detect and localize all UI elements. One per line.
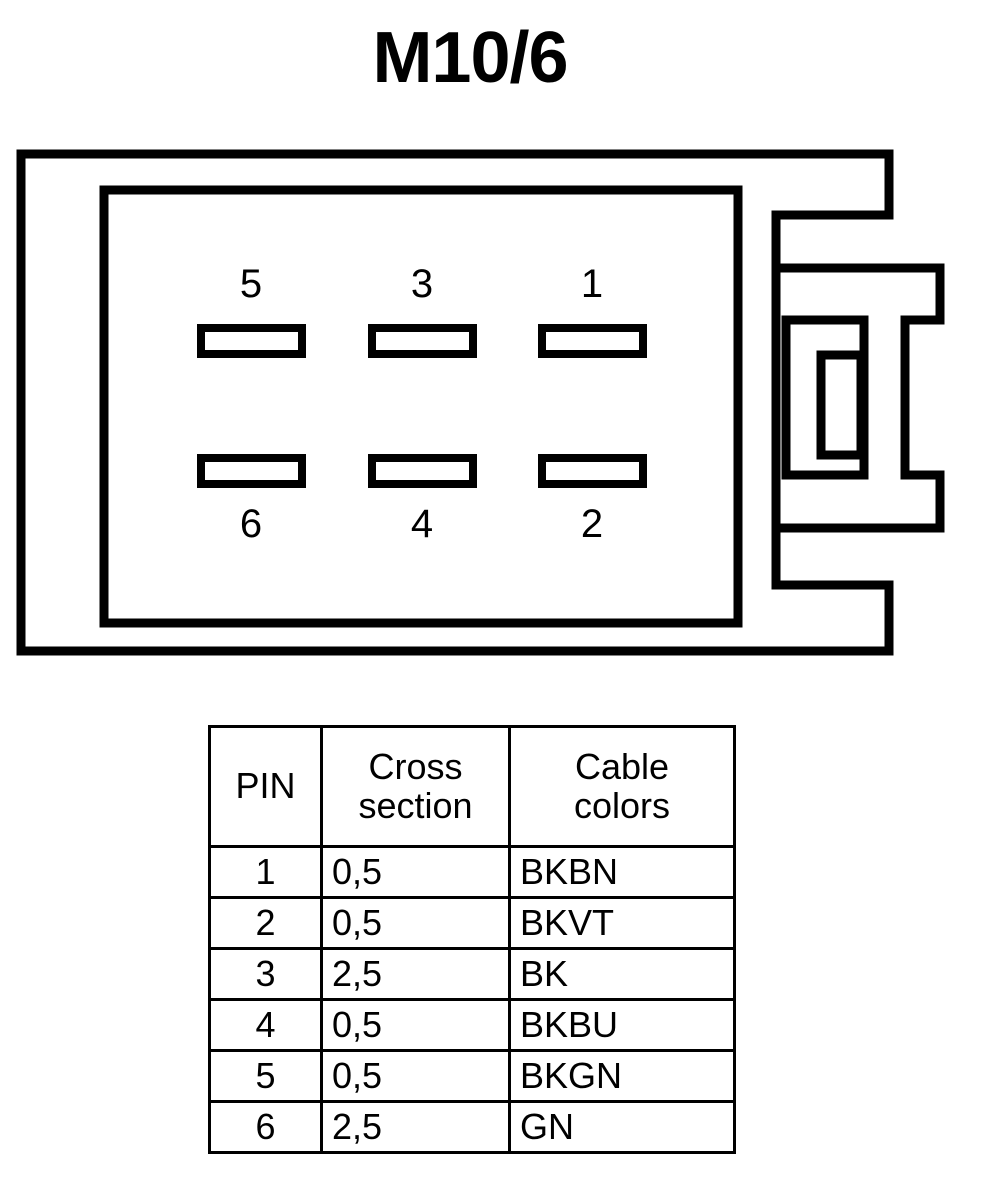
cell-cable-colors: BKBN: [508, 845, 736, 899]
connector-inner-face: [99, 185, 743, 628]
pin-slot-2: [538, 454, 647, 488]
cell-cross-section: 2,5: [320, 947, 511, 1001]
header-pin-line1: PIN: [235, 765, 296, 807]
header-cross-section-line2: section: [358, 784, 473, 826]
table-header-row: PIN Cross section Cable colors: [208, 725, 736, 848]
pin-label-2: 2: [580, 502, 604, 546]
pin-slot-4: [368, 454, 477, 488]
pin-slot-6: [197, 454, 306, 488]
cell-cable-colors: GN: [508, 1100, 736, 1154]
cell-pin: 6: [208, 1100, 323, 1154]
header-cross-section: Cross section: [320, 725, 511, 848]
header-cable-colors-line1: Cable: [574, 746, 670, 788]
header-cable-colors: Cable colors: [508, 725, 736, 848]
cell-cross-section: 2,5: [320, 1100, 511, 1154]
header-cross-section-line1: Cross: [368, 746, 463, 788]
pin-slot-1: [538, 324, 647, 358]
header-cable-colors-line2: colors: [573, 784, 671, 826]
pin-slot-5: [197, 324, 306, 358]
connector-latch-profile: [776, 263, 945, 533]
cell-pin: 3: [208, 947, 323, 1001]
pin-label-5: 5: [239, 262, 263, 306]
table-row: 3 2,5 BK: [208, 947, 736, 1001]
cell-cross-section: 0,5: [320, 1049, 511, 1103]
pin-label-1: 1: [580, 262, 604, 306]
table-row: 1 0,5 BKBN: [208, 845, 736, 899]
pin-label-6: 6: [239, 502, 263, 546]
table-row: 2 0,5 BKVT: [208, 896, 736, 950]
cell-pin: 1: [208, 845, 323, 899]
pin-label-3: 3: [410, 262, 434, 306]
cell-cross-section: 0,5: [320, 896, 511, 950]
connector-outer-housing: [16, 149, 894, 656]
cell-cable-colors: BKBU: [508, 998, 736, 1052]
page-title: M10/6: [372, 18, 568, 98]
cell-cross-section: 0,5: [320, 845, 511, 899]
cell-cable-colors: BKVT: [508, 896, 736, 950]
cell-pin: 5: [208, 1049, 323, 1103]
pin-label-4: 4: [410, 502, 434, 546]
cell-pin: 4: [208, 998, 323, 1052]
cell-cross-section: 0,5: [320, 998, 511, 1052]
connector-diagram: 5 3 1 6 4 2: [0, 140, 992, 680]
latch-inner-tab: [816, 350, 866, 460]
cell-cable-colors: BKGN: [508, 1049, 736, 1103]
cell-pin: 2: [208, 896, 323, 950]
header-pin: PIN: [208, 725, 323, 848]
table-row: 4 0,5 BKBU: [208, 998, 736, 1052]
table-row: 5 0,5 BKGN: [208, 1049, 736, 1103]
cell-cable-colors: BK: [508, 947, 736, 1001]
pin-assignment-table: PIN Cross section Cable colors 1 0,5 BKB…: [208, 725, 736, 1154]
table-row: 6 2,5 GN: [208, 1100, 736, 1154]
pin-slot-3: [368, 324, 477, 358]
